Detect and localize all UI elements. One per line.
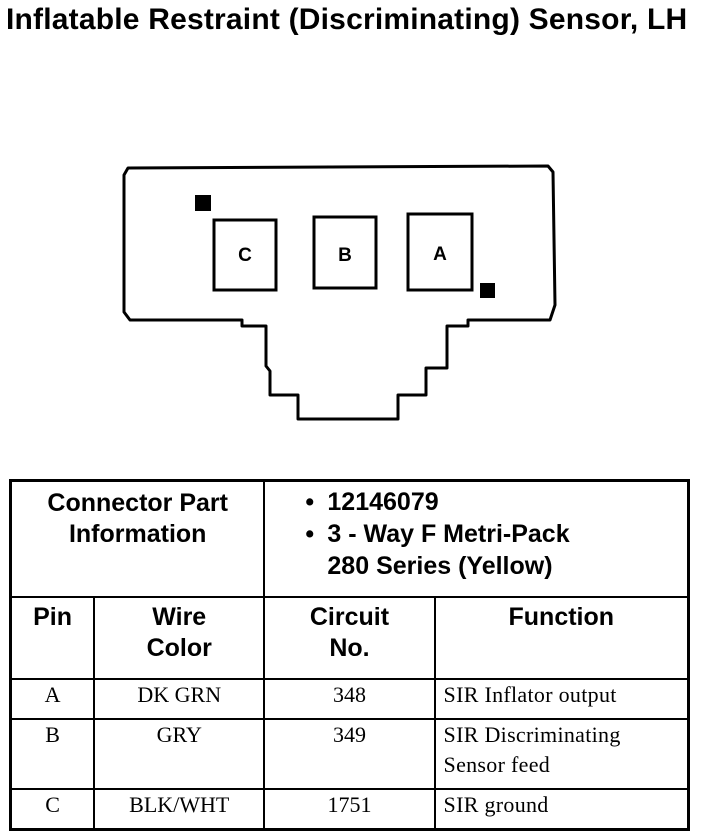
pin-label-c: C: [238, 245, 252, 266]
function-line1: SIR Discriminating: [443, 722, 621, 747]
page-title: Inflatable Restraint (Discriminating) Se…: [6, 3, 688, 36]
connector-part-label-line1: Connector Part: [47, 489, 228, 517]
col-header-pin: Pin: [9, 596, 96, 680]
circuit-cell: 349: [263, 718, 436, 790]
wire-color-cell: GRY: [93, 718, 266, 790]
table-row: C BLK/WHT 1751 SIR ground: [9, 788, 690, 831]
connector-part-details: 12146079 3 - Way F Metri-Pack 280 Series…: [263, 479, 690, 598]
function-cell: SIR Inflator output: [433, 678, 690, 720]
table-row: A DK GRN 348 SIR Inflator output: [9, 678, 690, 720]
orientation-mark-icon: [480, 283, 495, 298]
pin-label-b: B: [338, 245, 352, 266]
part-number: 12146079: [305, 486, 687, 518]
connector-description-cont: 280 Series (Yellow): [327, 552, 553, 580]
connector-description: 3 - Way F Metri-Pack: [305, 518, 687, 550]
wire-color-cell: DK GRN: [93, 678, 266, 720]
circuit-cell: 1751: [263, 788, 436, 831]
pin-cell: A: [9, 678, 96, 720]
connector-part-row: Connector Part Information 12146079 3 - …: [9, 479, 690, 598]
connector-outline: [122, 164, 557, 421]
wire-color-cell: BLK/WHT: [93, 788, 266, 831]
pin-cavity-c: [212, 218, 278, 292]
col-header-function: Function: [433, 596, 690, 680]
function-line2: Sensor feed: [443, 752, 551, 777]
connector-part-label-line2: Information: [68, 520, 207, 548]
function-cell: SIR Discriminating Sensor feed: [433, 718, 690, 790]
pin-cavity-a: [406, 212, 474, 292]
connector-part-label: Connector Part Information: [9, 479, 266, 598]
connector-info-table: Connector Part Information 12146079 3 - …: [9, 479, 690, 831]
pin-cavity-b: [312, 215, 378, 290]
pin-cell: B: [9, 718, 96, 790]
pin-label-a: A: [433, 244, 447, 265]
circuit-cell: 348: [263, 678, 436, 720]
function-cell: SIR ground: [433, 788, 690, 831]
orientation-mark-icon: [195, 195, 211, 211]
connector-face-diagram: C B A: [122, 164, 557, 421]
table-row: B GRY 349 SIR Discriminating Sensor feed: [9, 718, 690, 790]
pin-cell: C: [9, 788, 96, 831]
